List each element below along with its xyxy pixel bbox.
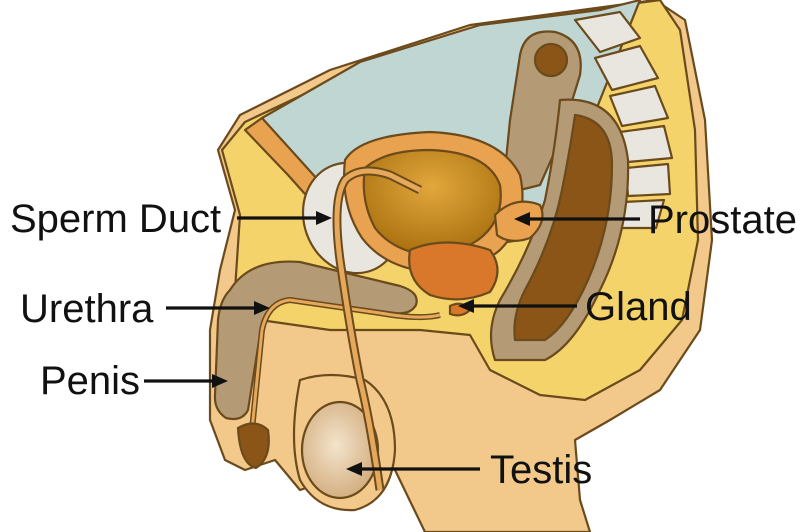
seminal-vesicle bbox=[493, 200, 544, 242]
label-penis-text: Penis bbox=[40, 359, 140, 403]
colon-lumen bbox=[533, 42, 569, 78]
glans bbox=[236, 422, 270, 470]
label-testis-text: Testis bbox=[490, 448, 592, 492]
label-prostate: Prostate bbox=[514, 198, 797, 242]
anatomy-illustration bbox=[208, 0, 714, 532]
label-gland: Gland bbox=[458, 285, 692, 329]
label-sperm-duct: Sperm Duct bbox=[10, 197, 332, 241]
label-urethra-text: Urethra bbox=[20, 287, 154, 331]
label-urethra: Urethra bbox=[20, 287, 270, 331]
label-sperm-duct-text: Sperm Duct bbox=[10, 197, 221, 241]
label-prostate-text: Prostate bbox=[648, 198, 797, 242]
rectum-inner bbox=[513, 113, 614, 342]
label-gland-text: Gland bbox=[585, 285, 692, 329]
label-testis: Testis bbox=[346, 448, 592, 492]
label-penis: Penis bbox=[40, 359, 228, 403]
prostate-gland bbox=[408, 241, 499, 301]
